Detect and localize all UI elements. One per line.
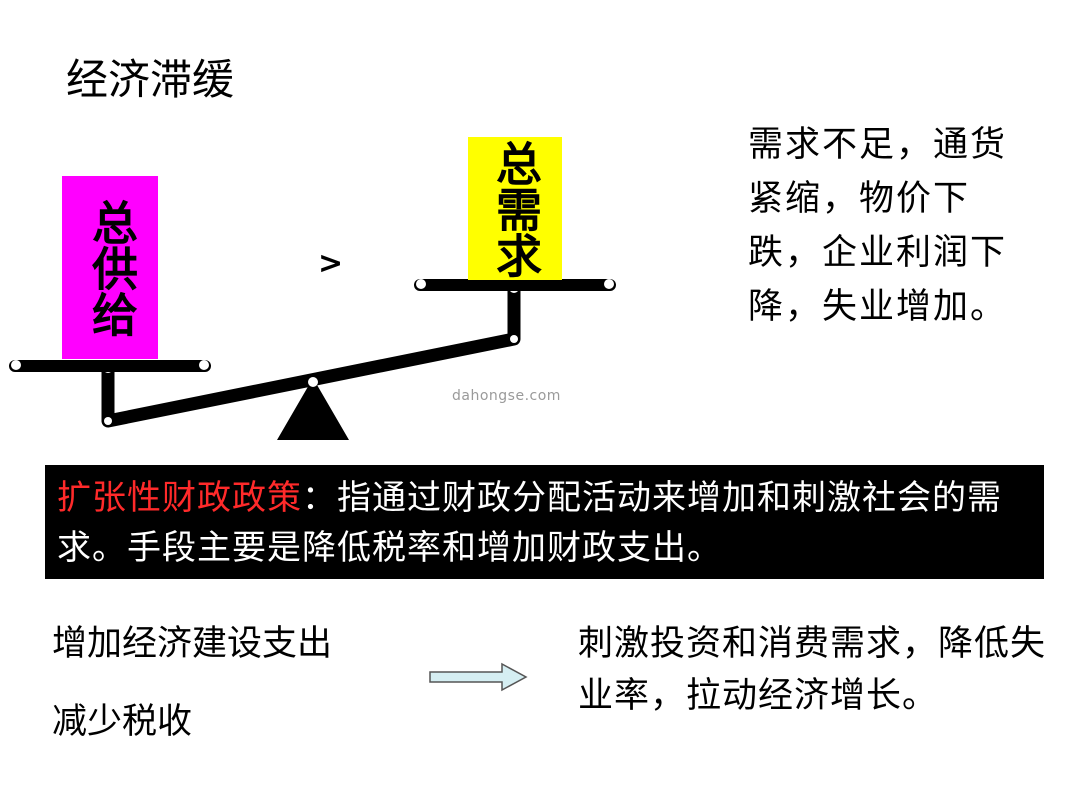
aggregate-supply-label: 总供给 (85, 198, 139, 337)
measure-item: 增加经济建设支出 (52, 624, 333, 664)
right-arrow-icon (429, 662, 528, 692)
aggregate-demand-label: 总需求 (489, 140, 543, 278)
policy-effect-text: 刺激投资和消费需求，降低失业率，拉动经济增长。 (578, 624, 1047, 716)
policy-definition: ：指通过财政分配活动来增加和刺激社会的需求。手段主要是降低税率和增加财政支出。 (57, 478, 1002, 568)
recession-symptoms-text: 需求不足，通货紧缩，物价下跌，企业利润下降，失业增加。 (748, 125, 1008, 327)
definition-banner: 扩张性财政政策：指通过财政分配活动来增加和刺激社会的需求。手段主要是降低税率和增… (45, 465, 1044, 579)
fulcrum (277, 378, 349, 440)
greater-than-symbol: > (318, 246, 344, 281)
watermark: dahongse.com (452, 388, 561, 404)
balance-scale-diagram (9, 279, 616, 440)
aggregate-supply-box: 总供给 (62, 176, 158, 359)
measure-item: 减少税收 (52, 702, 193, 742)
policy-term: 扩张性财政政策 (57, 478, 302, 518)
page-title: 经济滞缓 (66, 55, 235, 104)
aggregate-demand-box: 总需求 (468, 137, 562, 280)
